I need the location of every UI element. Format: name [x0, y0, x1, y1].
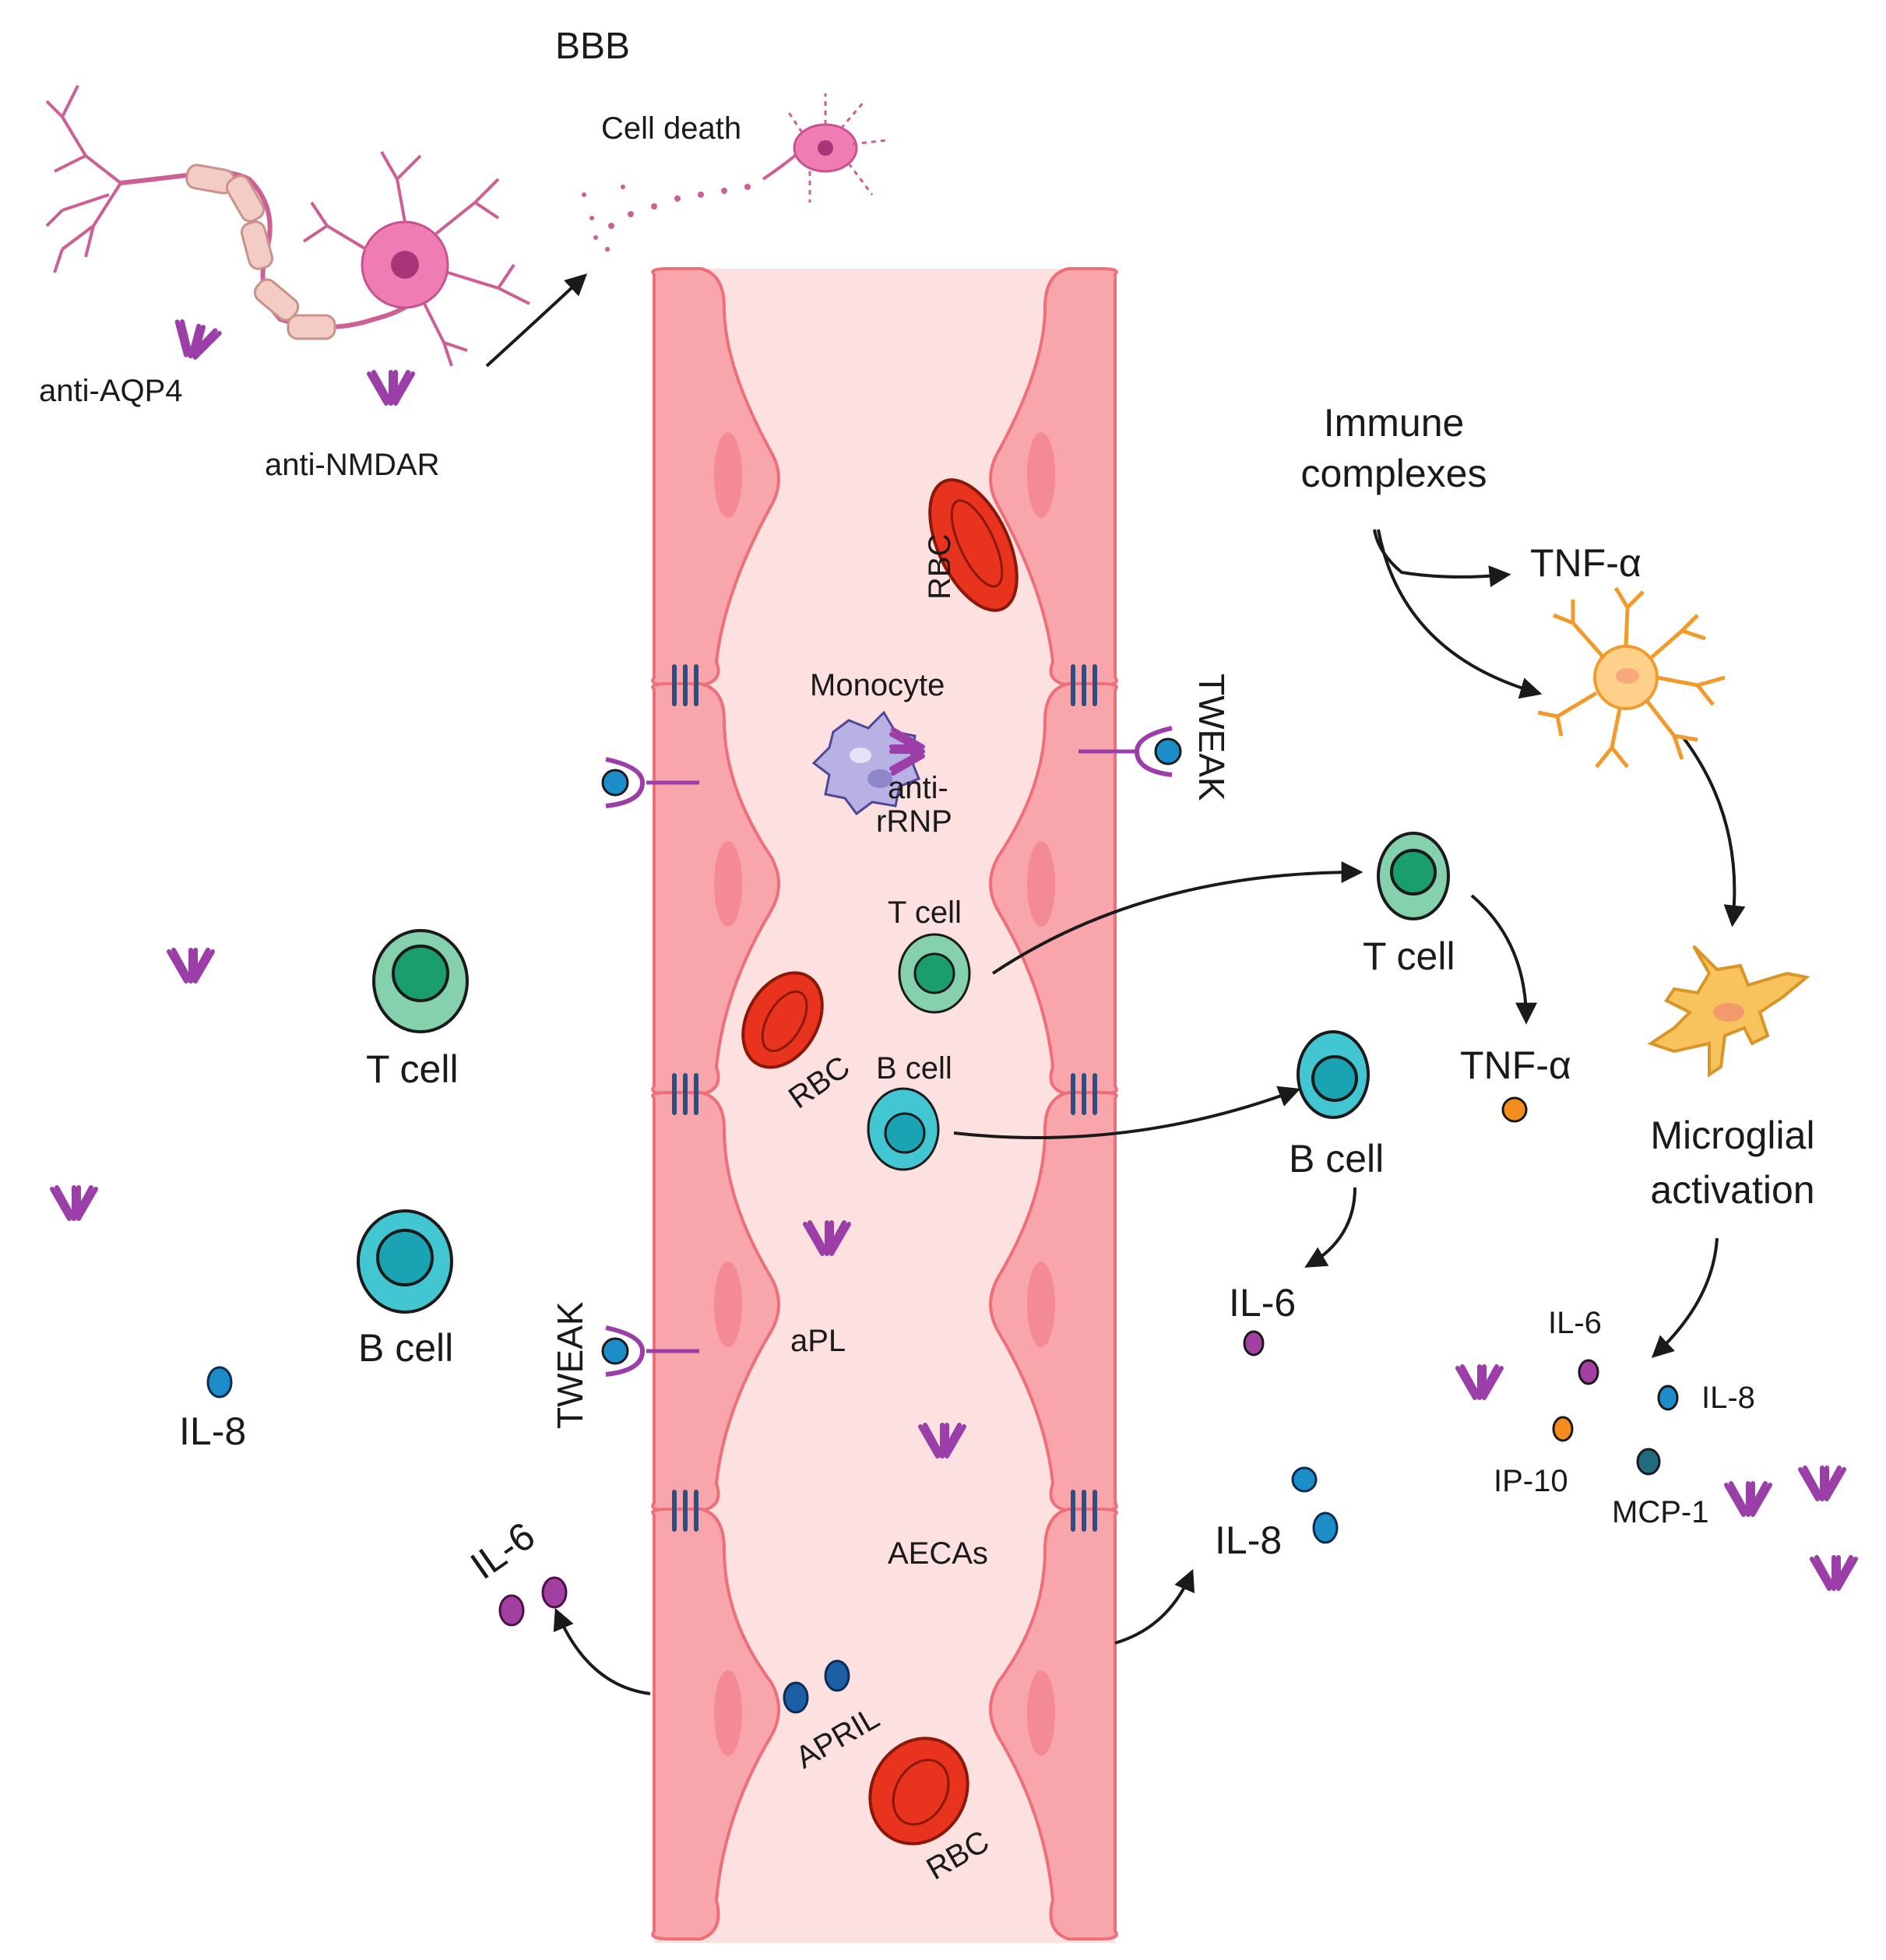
rbc-top	[928, 478, 1019, 612]
label-il6-right: IL-6	[1548, 1306, 1602, 1340]
antibody-left-1	[169, 950, 213, 981]
ip10-dot	[1552, 1416, 1574, 1442]
b-cell-vessel	[867, 1087, 940, 1171]
il6-right-dot	[1578, 1359, 1599, 1385]
endothelial-nuclei	[714, 432, 1055, 1756]
il8-mid-dots	[1291, 1466, 1339, 1544]
astrocyte	[1537, 586, 1726, 769]
label-tnf-alpha-mid: TNF-α	[1460, 1043, 1571, 1087]
t-cell-right	[1377, 832, 1450, 920]
tnf-alpha-dot	[1501, 1096, 1528, 1123]
arrows	[485, 273, 1746, 1695]
il6-mid-dot	[1243, 1330, 1265, 1357]
label-monocyte: Monocyte	[810, 668, 945, 702]
label-ip10: IP-10	[1494, 1464, 1568, 1498]
label-immune-complexes-1: Immune	[1324, 401, 1465, 445]
label-microglial-1: Microglial	[1650, 1114, 1814, 1157]
label-il6-left: IL-6	[463, 1514, 543, 1588]
label-anti-aqp4: anti-AQP4	[39, 374, 183, 408]
label-anti-rrnp-2: rRNP	[876, 804, 952, 839]
label-bbb: BBB	[555, 26, 630, 67]
label-b-cell-right: B cell	[1289, 1137, 1384, 1181]
april-molecules	[783, 1659, 850, 1714]
rbc-bottom	[868, 1737, 969, 1846]
label-apl: aPL	[790, 1324, 846, 1358]
label-aecas: AECAs	[888, 1536, 988, 1571]
mcp1-dot	[1636, 1448, 1661, 1476]
antibody-left-2	[52, 1188, 96, 1219]
label-mcp1: MCP-1	[1612, 1495, 1708, 1529]
label-tweak-right: TWEAK	[1191, 674, 1232, 801]
label-b-cell-left: B cell	[358, 1326, 453, 1370]
t-cell-vessel	[898, 933, 971, 1014]
label-microglial-2: activation	[1650, 1168, 1814, 1212]
healthy-neuron	[45, 85, 530, 367]
label-t-cell-vessel: T cell	[888, 896, 962, 930]
tweak-receptor-left-bottom	[601, 1325, 699, 1377]
label-il8-left: IL-8	[179, 1409, 246, 1453]
monocyte	[811, 710, 920, 816]
blood-vessel	[651, 267, 1118, 1943]
label-t-cell-left: T cell	[366, 1047, 459, 1091]
microglia	[1647, 945, 1810, 1078]
antibody-anti-nmdar	[369, 372, 413, 403]
label-t-cell-right: T cell	[1363, 934, 1455, 978]
b-cell-right	[1297, 1030, 1370, 1119]
il6-left-dots	[498, 1576, 568, 1627]
label-tweak-left: TWEAK	[550, 1301, 590, 1429]
t-cell-left	[372, 929, 469, 1033]
label-b-cell-vessel: B cell	[876, 1051, 952, 1086]
tweak-receptor-left-top	[601, 757, 699, 808]
label-il6-mid: IL-6	[1229, 1281, 1296, 1325]
label-tnf-alpha-top: TNF-α	[1530, 541, 1641, 585]
label-il8-right: IL-8	[1701, 1381, 1755, 1415]
antibody-anti-aqp4	[170, 320, 220, 361]
label-anti-rrnp-1: anti-	[888, 771, 948, 805]
label-anti-nmdar: anti-NMDAR	[265, 448, 439, 482]
label-cell-death: Cell death	[601, 111, 741, 146]
label-immune-complexes-2: complexes	[1301, 452, 1487, 495]
label-il8-mid: IL-8	[1215, 1518, 1282, 1562]
dying-neuron	[582, 93, 888, 252]
b-cell-left	[357, 1209, 453, 1314]
il8-right-dot	[1657, 1385, 1679, 1411]
il8-left-dot	[206, 1366, 233, 1399]
tweak-receptor-right	[1078, 726, 1182, 777]
rbc-mid	[741, 971, 824, 1069]
label-rbc-top: RBC	[923, 534, 957, 600]
